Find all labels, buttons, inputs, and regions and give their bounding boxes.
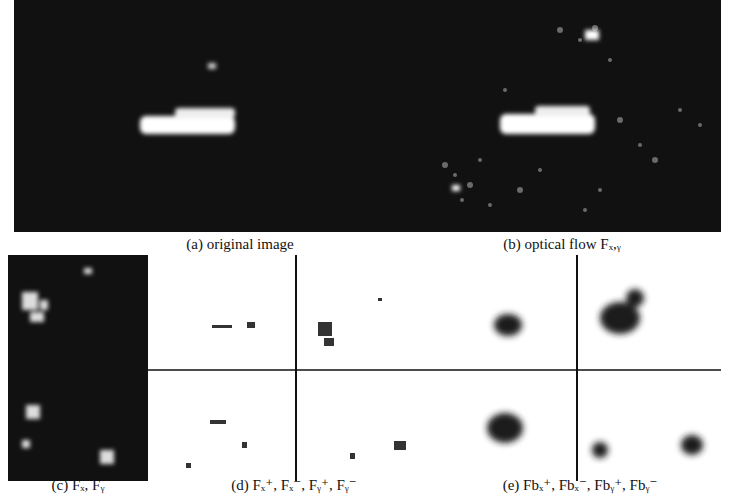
panel-caption: (c) Fₓ, Fᵧ	[52, 477, 105, 494]
panel-caption: (a) original image	[186, 236, 293, 253]
panel-caption: (d) Fₓ⁺, Fₓ⁻, Fᵧ⁺, Fᵧ⁻	[231, 477, 356, 494]
panel-caption: (e) Fbₓ⁺, Fbₓ⁻, Fbᵧ⁺, Fbᵧ⁻	[503, 477, 658, 494]
panel-caption: (b) optical flow Fₓ,ᵧ	[503, 236, 620, 253]
